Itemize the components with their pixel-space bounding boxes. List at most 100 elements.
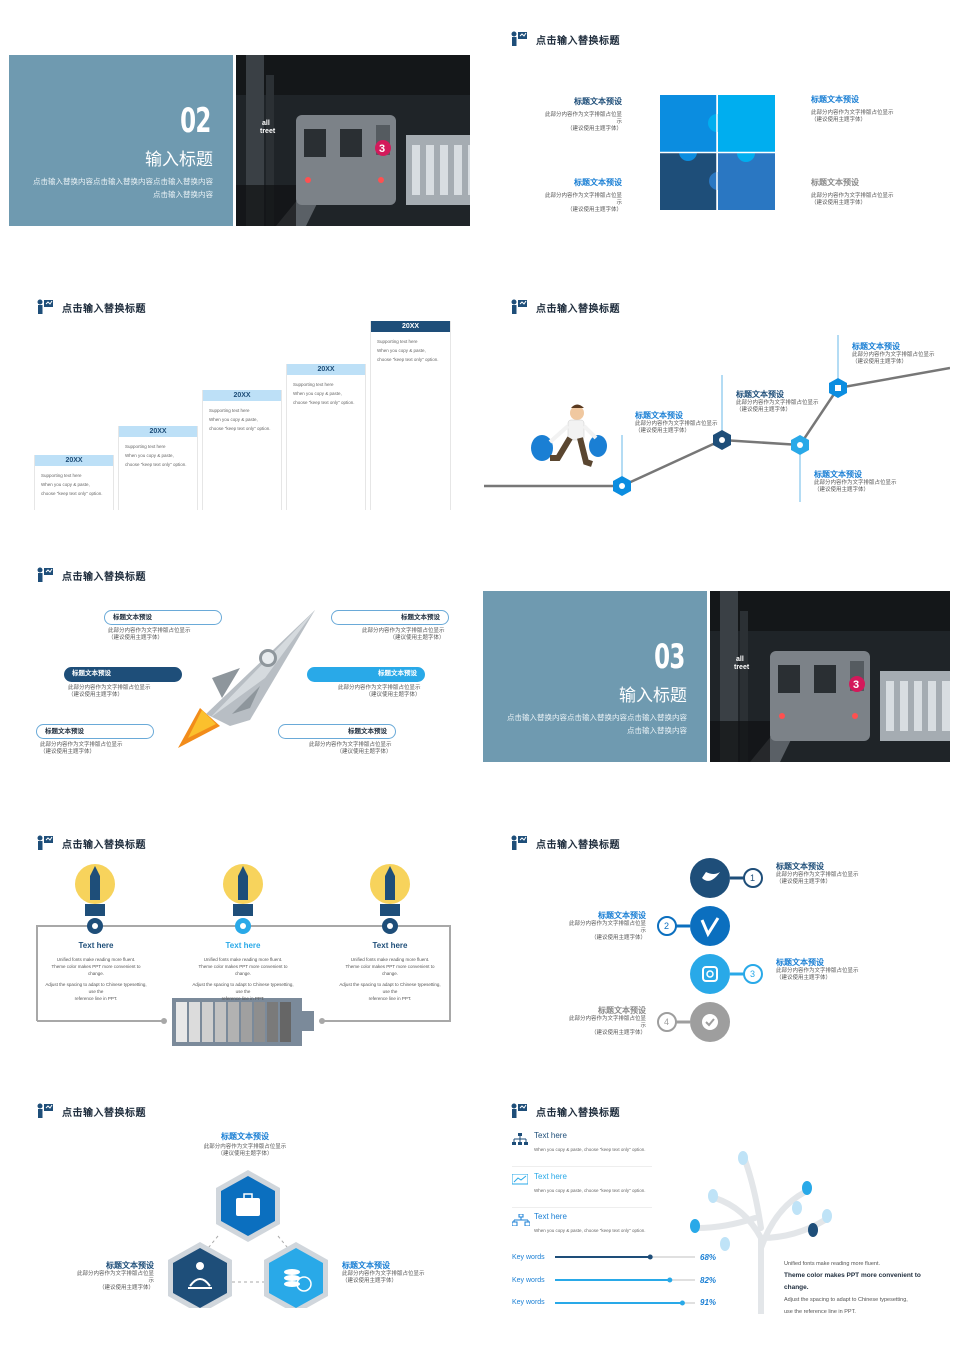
tree-list-item-3: Text here When you copy & paste, choose … xyxy=(512,1212,652,1248)
section-color-panel: 02 输入标题 点击输入替换内容点击输入替换内容点击输入替换内容 点击输入替换内… xyxy=(9,55,233,226)
presenter-icon xyxy=(511,1103,527,1118)
timeline-item-2: 标题文本预设此部分内容作为文字排版占位显示（建议使用主题字体） xyxy=(736,390,819,413)
social-item-3: 标题文本预设此部分内容作为文字排版占位显示（建议使用主题字体） xyxy=(776,958,859,981)
timeline-item-1: 标题文本预设此部分内容作为文字排版占位显示（建议使用主题字体） xyxy=(635,411,718,434)
slide-header: 点击输入替换标题 xyxy=(36,834,146,852)
presenter-icon xyxy=(511,835,527,850)
bar-label-1: Key words xyxy=(512,1254,545,1261)
rocket-pill-5: 标题文本预设 xyxy=(307,667,425,682)
puzzle-item-2-desc: 此部分内容作为文字排版占位显示（建议使用主题字体） xyxy=(811,110,894,123)
slide-title: 点击输入替换标题 xyxy=(536,1107,620,1119)
slide-section-02: 02 输入标题 点击输入替换内容点击输入替换内容点击输入替换内容 点击输入替换内… xyxy=(0,0,470,240)
section-number: 03 xyxy=(654,637,686,677)
bulb-text-3: Text here Unified fonts make reading mor… xyxy=(339,941,441,1001)
slide-title: 点击输入替换标题 xyxy=(62,1107,146,1119)
puzzle-graphic xyxy=(660,95,775,210)
bar-handle xyxy=(667,1277,673,1283)
section-number: 02 xyxy=(180,101,212,141)
wall-sign-line-1: all xyxy=(262,120,270,127)
bar-fill xyxy=(555,1256,651,1258)
presenter-icon xyxy=(511,299,527,314)
section-subtitle: 点击输入替换内容点击输入替换内容点击输入替换内容 点击输入替换内容 xyxy=(507,713,687,735)
social-num-2: 2 xyxy=(664,921,670,931)
subway-train-illustration: 3 all treet xyxy=(236,55,470,226)
rocket-pill-3: 标题文本预设 xyxy=(36,724,154,739)
social-item-4: 标题文本预设此部分内容作为文字排版占位显示（建议使用主题字体） xyxy=(568,1006,646,1036)
slide-social: 点击输入替换标题 1 2 3 4 标题文本预设此部分内容作为文字排版占位显示（建… xyxy=(480,806,950,1046)
subway-train-illustration: 3 all treet xyxy=(710,591,950,762)
rocket-desc-3: 此部分内容作为文字排版占位显示（建议使用主题字体） xyxy=(40,742,123,755)
wall-sign-line-2: treet xyxy=(734,664,750,671)
slide-tree: 点击输入替换标题 Text here When you copy & paste… xyxy=(480,1074,950,1314)
timeline-graphic xyxy=(484,335,950,502)
wall-sign-line-1: all xyxy=(736,656,744,663)
rocket-pill-2: 标题文本预设 xyxy=(64,667,182,682)
slide-header: 点击输入替换标题 xyxy=(510,1102,620,1120)
vimeo-icon xyxy=(657,906,730,946)
train-route-number: 3 xyxy=(379,143,385,155)
slide-header: 点击输入替换标题 xyxy=(510,298,620,316)
slide-header: 点击输入替换标题 xyxy=(510,30,620,48)
slide-title: 点击输入替换标题 xyxy=(62,839,146,851)
rocket-pill-6: 标题文本预设 xyxy=(278,724,396,739)
slide-title: 点击输入替换标题 xyxy=(62,571,146,583)
rocket-pill-4: 标题文本预设 xyxy=(331,610,449,625)
rocket-icon xyxy=(178,610,315,748)
slide-header: 点击输入替换标题 xyxy=(510,834,620,852)
hex-item-3: 标题文本预设此部分内容作为文字排版占位显示（建议使用主题字体） xyxy=(342,1261,425,1284)
puzzle-item-1-desc: 此部分内容作为文字排版占位显示（建议使用主题字体） xyxy=(544,112,622,132)
bar-value-2: 82% xyxy=(700,1276,717,1285)
rocket-desc-5: 此部分内容作为文字排版占位显示（建议使用主题字体） xyxy=(338,685,421,698)
rocket-pill-1: 标题文本预设 xyxy=(104,610,222,625)
presenter-icon xyxy=(37,1103,53,1118)
hex-item-1: 标题文本预设此部分内容作为文字排版占位显示（建议使用主题字体） xyxy=(203,1132,287,1157)
tree-list-item-1: Text here When you copy & paste, choose … xyxy=(512,1131,652,1167)
slide-section-03: 03 输入标题 点击输入替换内容点击输入替换内容点击输入替换内容 点击输入替换内… xyxy=(480,538,950,778)
bulbs-graphic xyxy=(36,864,451,1046)
puzzle-piece-2 xyxy=(718,95,775,152)
tree-list-item-2: Text here When you copy & paste, choose … xyxy=(512,1172,652,1208)
section-color-panel: 03 输入标题 点击输入替换内容点击输入替换内容点击输入替换内容 点击输入替换内… xyxy=(483,591,707,762)
slide-header: 点击输入替换标题 xyxy=(36,298,146,316)
social-item-2: 标题文本预设此部分内容作为文字排版占位显示（建议使用主题字体） xyxy=(568,911,646,941)
bar-label-3: Key words xyxy=(512,1299,545,1306)
hierarchy-icon xyxy=(512,1133,528,1145)
rocket-desc-6: 此部分内容作为文字排版占位显示（建议使用主题字体） xyxy=(309,742,392,755)
puzzle-piece-1 xyxy=(660,95,717,152)
puzzle-piece-4 xyxy=(718,153,775,210)
chart-screen-icon xyxy=(512,1174,528,1185)
wall-sign-line-2: treet xyxy=(260,128,276,135)
instagram-icon xyxy=(690,954,763,994)
puzzle-piece-3 xyxy=(660,153,717,210)
slide-header: 点击输入替换标题 xyxy=(36,1102,146,1120)
slide-title: 点击输入替换标题 xyxy=(536,839,620,851)
runner-illustration xyxy=(531,404,607,467)
puzzle-item-3-desc: 此部分内容作为文字排版占位显示（建议使用主题字体） xyxy=(544,193,622,213)
subway-photo: 3 all treet xyxy=(710,591,950,762)
presenter-icon xyxy=(37,835,53,850)
train-route-number: 3 xyxy=(853,679,859,691)
timeline-item-3: 标题文本预设此部分内容作为文字排版占位显示（建议使用主题字体） xyxy=(814,470,897,493)
slide-puzzle: 点击输入替换标题 标题文本预设 此部分内容作为文字排版占位显示（建议使用主题字体… xyxy=(480,0,950,240)
social-num-3: 3 xyxy=(750,969,756,979)
bulb-text-1: Text here Unified fonts make reading mor… xyxy=(45,941,147,1001)
social-item-1: 标题文本预设此部分内容作为文字排版占位显示（建议使用主题字体） xyxy=(776,862,859,885)
hexagon-graphic xyxy=(168,1170,328,1308)
slide-title: 点击输入替换标题 xyxy=(536,35,620,47)
bar-value-1: 68% xyxy=(700,1253,717,1262)
tree-illustration xyxy=(690,1151,832,1314)
network-icon xyxy=(512,1214,530,1226)
section-title: 输入标题 xyxy=(145,150,213,169)
bar-handle xyxy=(679,1300,685,1306)
check-icon xyxy=(657,1002,730,1042)
leaf-icon xyxy=(738,1151,748,1165)
twitter-icon xyxy=(690,858,763,898)
bulb-2 xyxy=(223,864,263,934)
rocket-desc-4: 此部分内容作为文字排版占位显示（建议使用主题字体） xyxy=(362,628,445,641)
bar-label-2: Key words xyxy=(512,1277,545,1284)
section-title: 输入标题 xyxy=(619,686,687,705)
